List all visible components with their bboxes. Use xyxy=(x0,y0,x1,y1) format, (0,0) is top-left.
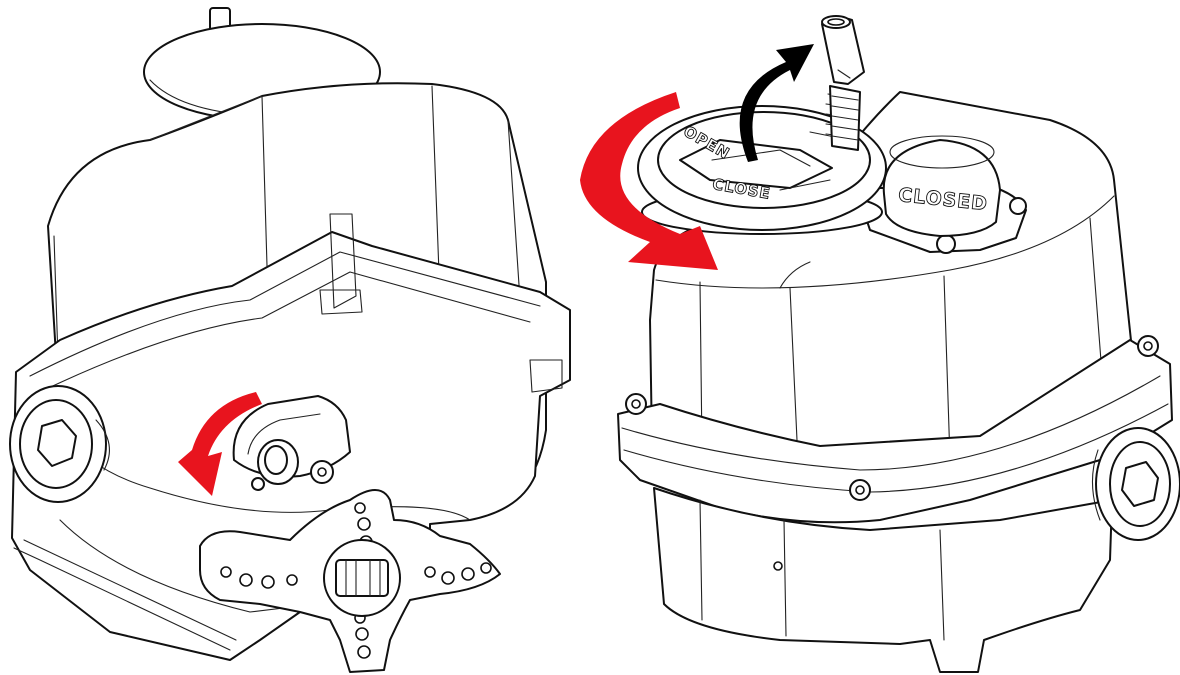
output-flange xyxy=(199,489,501,673)
internal-cam xyxy=(232,395,351,491)
manual-override-dial: OPEN CLOSE xyxy=(637,105,887,235)
actuator-top-view: CLOSED OPEN CLOSE xyxy=(580,15,1180,673)
curved-arrow-icon xyxy=(178,392,262,496)
hex-plug-left xyxy=(9,385,110,503)
spring-pin xyxy=(821,15,865,151)
position-indicator: CLOSED xyxy=(857,135,1027,254)
actuator-bottom-view xyxy=(9,7,571,673)
housing-lower xyxy=(653,487,1113,673)
curved-arrow-icon xyxy=(580,92,718,270)
curved-arrow-up-icon xyxy=(739,44,814,162)
hex-plug-right xyxy=(1091,427,1180,541)
